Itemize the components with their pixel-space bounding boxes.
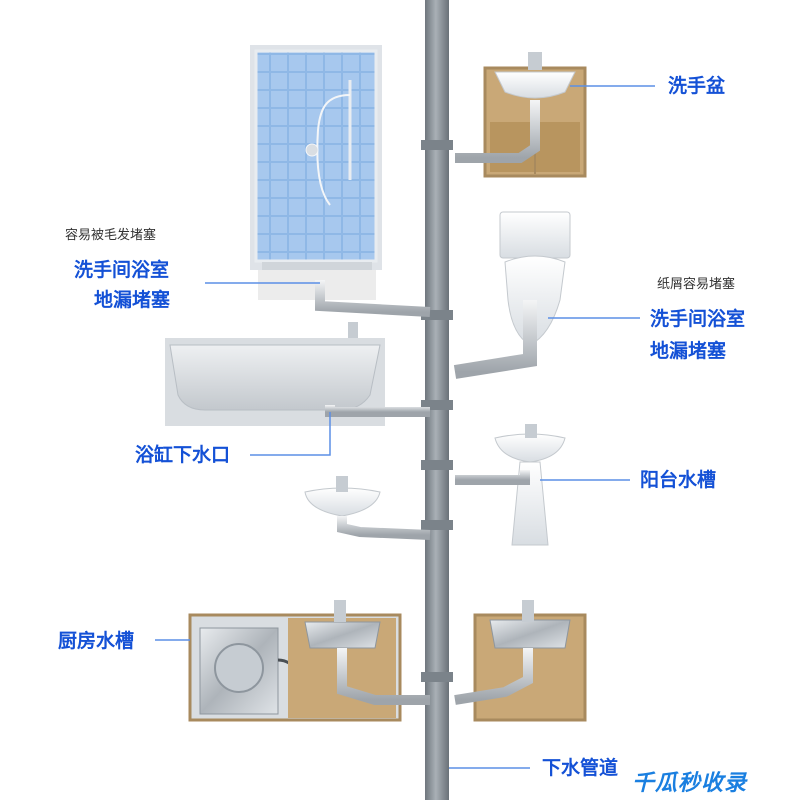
label-bathtub: 浴缸下水口 <box>135 444 231 466</box>
basin-icon <box>455 52 587 178</box>
pedestal-sink-icon <box>455 424 566 546</box>
label-floor-drain-right-1: 洗手间浴室 <box>650 308 746 330</box>
label-floor-drain-left-2: 地漏堵塞 <box>94 289 171 311</box>
kitchen-sink-icon <box>288 600 430 718</box>
label-balcony: 阳台水槽 <box>640 469 717 491</box>
label-kitchen: 厨房水槽 <box>58 630 135 652</box>
cabinet-sink-right <box>454 600 587 722</box>
bathtub-icon <box>165 322 430 426</box>
main-drain-pipe <box>421 0 453 800</box>
label-drain-pipe: 下水管道 <box>542 757 619 779</box>
label-basin-top: 洗手盆 <box>668 75 726 97</box>
shower-icon <box>250 45 431 317</box>
note-hair-clog: 容易被毛发堵塞 <box>65 228 157 243</box>
leader-lines <box>155 85 655 769</box>
wall-sink-icon <box>304 476 431 540</box>
toilet-icon <box>453 211 571 379</box>
note-paper-clog: 纸屑容易堵塞 <box>657 277 736 292</box>
label-floor-drain-left-1: 洗手间浴室 <box>74 259 170 281</box>
label-floor-drain-right-2: 地漏堵塞 <box>650 340 727 362</box>
watermark: 千瓜秒收录 <box>632 771 748 796</box>
